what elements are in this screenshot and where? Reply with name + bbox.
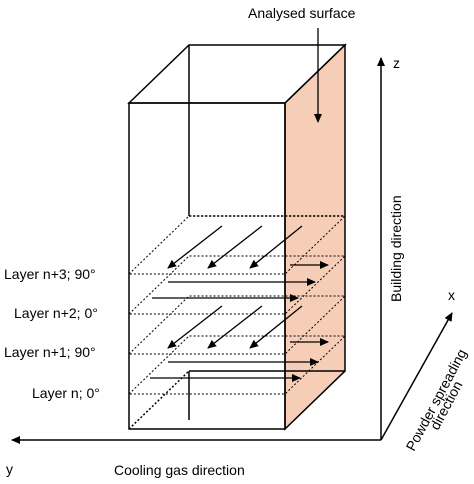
cooling-gas-label: Cooling gas direction: [114, 462, 245, 478]
scan-vectors-layer-n3: [167, 225, 303, 269]
scan-vectors-layer-n2: [152, 278, 316, 302]
face-arrows: [290, 261, 329, 346]
x-axis-label: x: [448, 287, 455, 303]
analysed-surface-label: Analysed surface: [248, 5, 356, 21]
layer-label-n2: Layer n+2; 0°: [14, 305, 98, 321]
powder-spreading-label-line1: Powder spreading: [403, 346, 470, 453]
z-axis-label: z: [393, 55, 400, 71]
y-axis-label: y: [6, 461, 13, 477]
scan-vectors-layer-n1: [167, 305, 303, 349]
layer-label-n: Layer n; 0°: [32, 385, 100, 401]
layer-label-n3: Layer n+3; 90°: [4, 266, 96, 282]
axes: [11, 57, 453, 444]
building-direction-label: Building direction: [388, 195, 404, 302]
layer-label-n1: Layer n+1; 90°: [4, 344, 96, 360]
scan-vectors-layer-n: [150, 358, 319, 382]
